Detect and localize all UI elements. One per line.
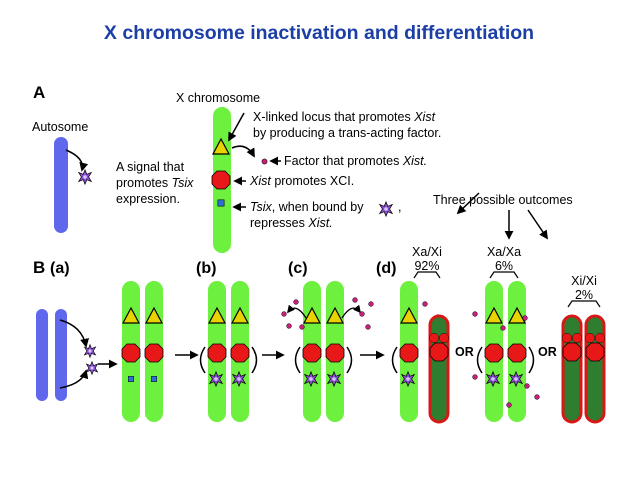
x-chromosome-label: X chromosome [176,91,261,105]
outcome-1-name: Xa/Xi [412,245,442,259]
panel-a-label: A [33,83,46,102]
outcome-3-pct: 2% [574,288,594,302]
step-a-label: (a) [50,260,70,277]
tsix-text-2: represses Xist. [250,216,333,230]
locus-text-2: by producing a trans-acting factor. [253,126,442,140]
signal-icon [78,169,92,185]
tsix-square-icon [217,199,225,207]
or-label-1: OR [455,345,474,359]
step-d-label: (d) [376,260,397,277]
signal-text-3: expression. [116,192,180,206]
tsix-text-1: Tsix, when bound by [250,200,364,214]
autosome-label: Autosome [32,120,89,134]
tsix-text-comma: , [398,200,402,214]
autosome-a [54,137,68,233]
step-c-label: (c) [288,260,308,277]
xist-text: Xist promotes XCI. [250,174,355,188]
step-b-label: (b) [196,260,217,277]
signal-text-2: promotes Tsix [116,176,194,190]
xist-octagon-icon [211,170,231,190]
factor-text: Factor that promotes Xist. [284,154,428,168]
signal-text-1: A signal that [116,160,185,174]
outcome-2-pct: 6% [494,259,514,273]
outcomes-label: Three possible outcomes [433,193,573,207]
or-label-2: OR [538,345,557,359]
locus-text-1: X-linked locus that promotes Xist [253,110,436,124]
panel-b-label: B [33,258,46,277]
page-title: X chromosome inactivation and differenti… [103,22,535,44]
outcome-2-name: Xa/Xa [486,245,522,259]
outcome-1-pct: 92% [414,259,440,273]
factor-dot-icon [261,158,268,165]
outcome-3-name: Xi/Xi [571,274,597,288]
signal-icon-inline [379,201,393,217]
